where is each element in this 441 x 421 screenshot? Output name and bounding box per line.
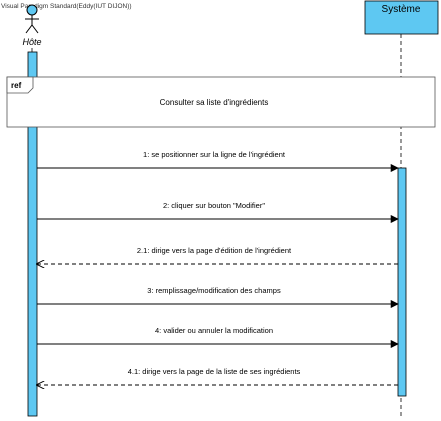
actor-icon (25, 4, 39, 34)
system-activation-bar (397, 167, 407, 397)
actor-label: Hôte (22, 37, 41, 47)
ref-frame-text: Consulter sa liste d'ingrédients (160, 98, 269, 107)
message-label-1: 1: se positionner sur la ligne de l'ingr… (143, 150, 286, 159)
message-label-3: 2.1: dirige vers la page d'édition de l'… (137, 246, 292, 255)
ref-frame: ref Consulter sa liste d'ingrédients (6, 76, 436, 128)
message-label-4: 3: remplissage/modification des champs (147, 286, 281, 295)
ref-frame-tag: ref (11, 81, 22, 90)
message-label-6: 4.1: dirige vers la page de la liste de … (128, 367, 301, 376)
message-label-2: 2: cliquer sur bouton "Modifier" (163, 201, 265, 210)
system-box (364, 0, 439, 35)
actor-activation-bar (27, 51, 38, 417)
system-label: Système (382, 4, 421, 15)
watermark-text: Visual Paradigm Standard(Eddy(IUT DIJON)… (1, 3, 132, 10)
message-list: 1: se positionner sur la ligne de l'ingr… (37, 150, 399, 385)
message-label-5: 4: valider ou annuler la modification (155, 326, 273, 335)
